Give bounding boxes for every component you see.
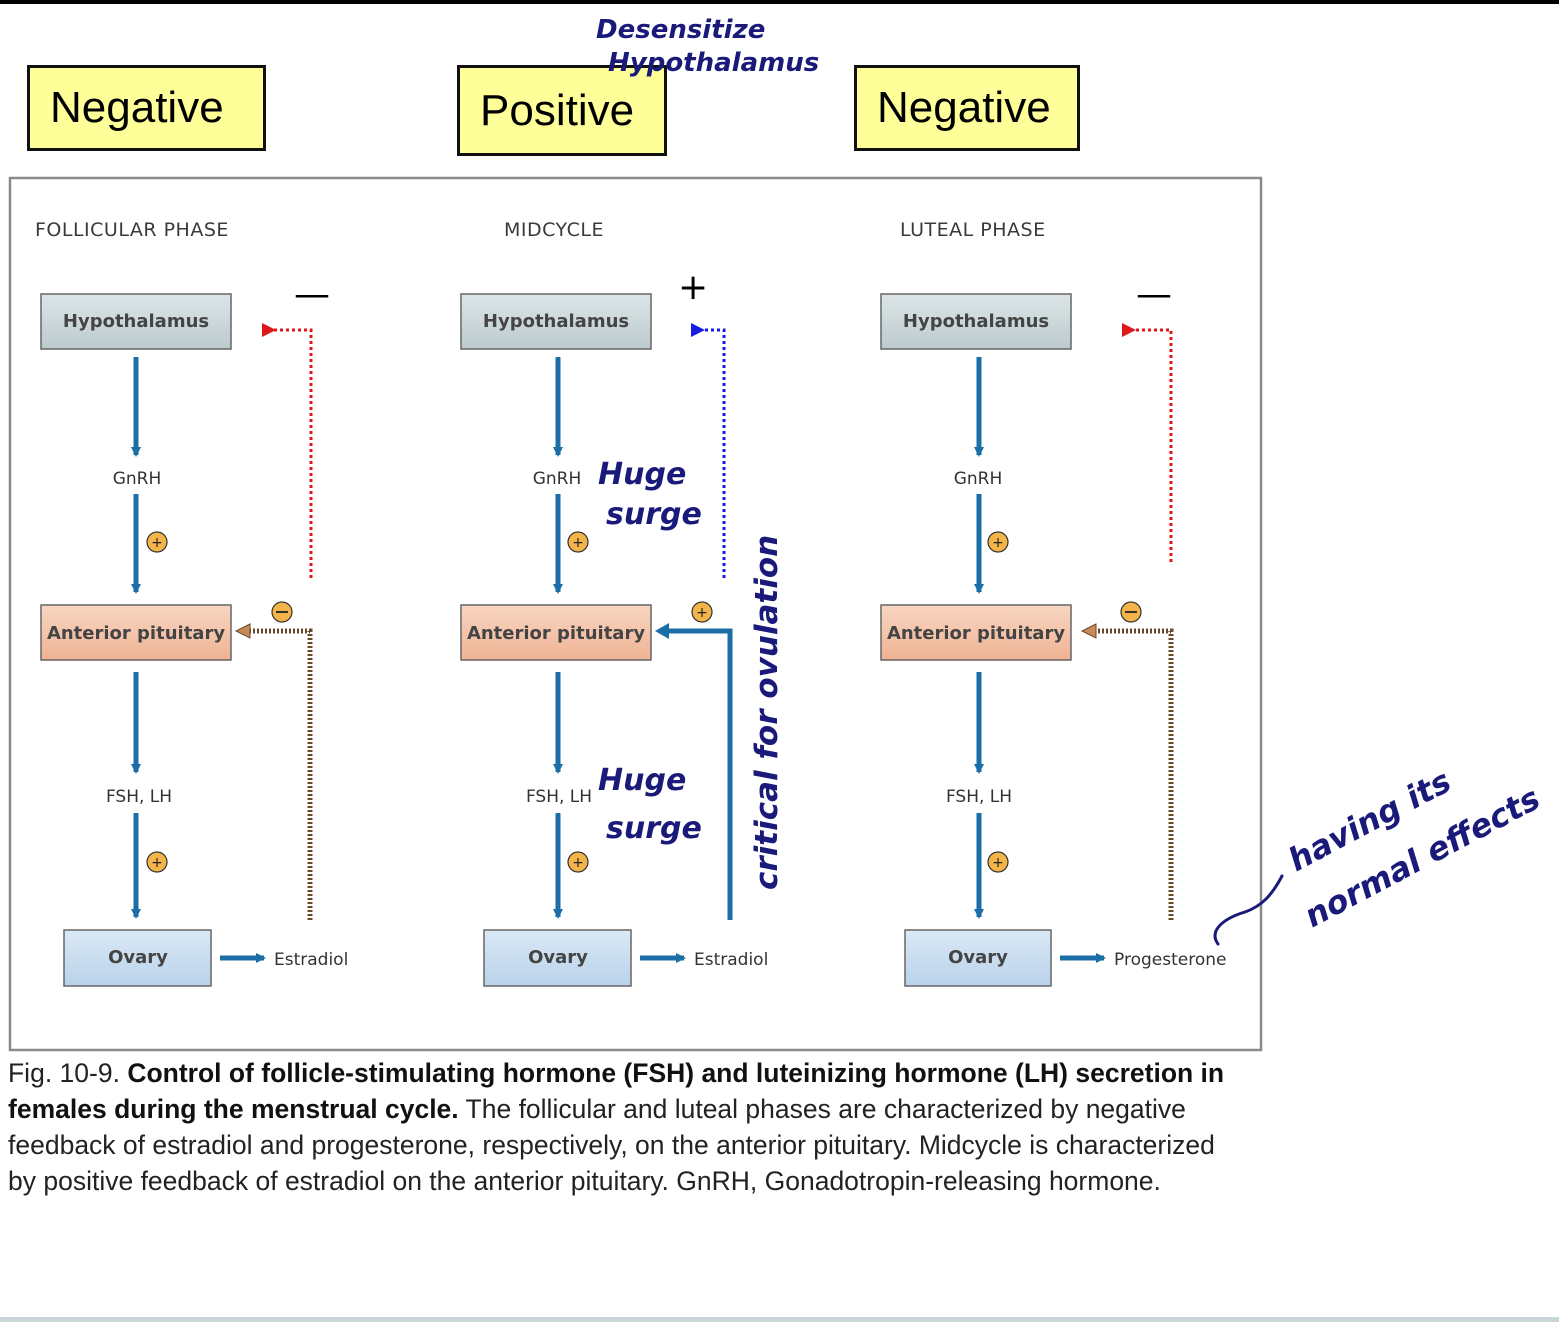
phase-title-follicular: FOLLICULAR PHASE	[35, 219, 229, 241]
svg-text:+: +	[992, 855, 1004, 871]
label-negative-left: Negative	[27, 65, 266, 151]
svg-text:+: +	[151, 535, 163, 551]
red-feedback-arrow	[262, 323, 313, 578]
hypothalamus-box	[40, 293, 232, 350]
top-border	[0, 0, 1559, 4]
svg-text:+: +	[992, 535, 1004, 551]
feedback-sign-luteal: —	[1136, 274, 1172, 315]
gnrh-label: GnRH	[954, 469, 1003, 489]
stimulation-plus-icon: +	[146, 851, 168, 873]
midcycle-phase: MIDCYCLE + Hypothalamus GnRH + Anterior …	[460, 219, 768, 987]
anterior-pituitary-label: Anterior pituitary	[887, 623, 1065, 644]
caption-prefix: Fig. 10-9.	[8, 1058, 128, 1088]
svg-text:+: +	[151, 855, 163, 871]
svg-text:+: +	[572, 535, 584, 551]
fsh-lh-label: FSH, LH	[946, 787, 1012, 807]
luteal-phase: LUTEAL PHASE — Hypothalamus GnRH + Anter…	[880, 219, 1226, 987]
feedback-arrowhead	[1080, 623, 1097, 639]
hormone-label: Estradiol	[694, 950, 768, 970]
ovary-label: Ovary	[528, 947, 588, 968]
anterior-pituitary-label: Anterior pituitary	[47, 623, 225, 644]
fsh-lh-label: FSH, LH	[526, 787, 592, 807]
stimulation-plus-icon: +	[691, 601, 713, 623]
label-positive-middle: Positive	[457, 65, 667, 156]
handwritten-critical-for-ovulation: critical for ovulation	[749, 535, 785, 890]
ovary-box	[63, 929, 212, 987]
handwritten-pointer-line	[1213, 874, 1284, 946]
hypothalamus-label: Hypothalamus	[483, 311, 629, 332]
stimulation-plus-icon: +	[567, 851, 589, 873]
inhibition-minus-icon	[1120, 601, 1142, 623]
hormone-label: Progesterone	[1114, 950, 1226, 970]
anterior-pituitary-label: Anterior pituitary	[467, 623, 645, 644]
handwritten-hypothalamus: Hypothalamus	[608, 48, 819, 78]
hypothalamus-label: Hypothalamus	[903, 311, 1049, 332]
label-negative-right: Negative	[854, 65, 1080, 151]
feedback-arrowhead	[234, 623, 251, 639]
ovary-box	[483, 929, 632, 987]
svg-text:+: +	[696, 605, 708, 621]
anterior-pituitary-box	[880, 604, 1072, 661]
svg-text:+: +	[572, 855, 584, 871]
follicular-phase: FOLLICULAR PHASE — Hypothalamus GnRH + A…	[35, 219, 348, 987]
positive-feedback-path	[668, 628, 733, 920]
hypothalamus-label: Hypothalamus	[63, 311, 209, 332]
stimulation-plus-icon: +	[146, 531, 168, 553]
feedback-arrowhead	[655, 623, 669, 639]
phase-title-midcycle: MIDCYCLE	[504, 219, 604, 241]
anterior-pituitary-box	[460, 604, 652, 661]
hormone-label: Estradiol	[274, 950, 348, 970]
negative-feedback-path	[250, 628, 313, 920]
negative-feedback-path	[1097, 628, 1174, 920]
fsh-lh-label: FSH, LH	[106, 787, 172, 807]
handwritten-desensitize: Desensitize	[596, 15, 765, 45]
caption-bold: Control of follicle-stimulating hormone …	[8, 1058, 1225, 1124]
bottom-border	[0, 1317, 1559, 1322]
ovary-label: Ovary	[948, 947, 1008, 968]
gnrh-label: GnRH	[113, 469, 162, 489]
inhibition-minus-icon	[271, 601, 293, 623]
feedback-sign-midcycle: +	[678, 267, 708, 308]
handwritten-huge-fsh: Huge	[598, 763, 686, 798]
stimulation-plus-icon: +	[987, 851, 1009, 873]
caption-text: The follicular and luteal phases are cha…	[8, 1094, 1215, 1196]
ovary-box	[904, 929, 1052, 987]
anterior-pituitary-box	[40, 604, 232, 661]
stimulation-plus-icon: +	[987, 531, 1009, 553]
gnrh-label: GnRH	[533, 469, 582, 489]
handwritten-surge-fsh: surge	[606, 811, 702, 846]
ovary-label: Ovary	[108, 947, 168, 968]
feedback-sign-follicular: —	[294, 274, 330, 315]
figure-caption: Fig. 10-9. Control of follicle-stimulati…	[8, 1055, 1238, 1199]
hypothalamus-box	[880, 293, 1072, 350]
handwritten-huge-gnrh: Huge	[598, 457, 686, 492]
blue-feedback-arrow	[691, 323, 726, 578]
hypothalamus-box	[460, 293, 652, 350]
stimulation-plus-icon: +	[567, 531, 589, 553]
handwritten-surge-gnrh: surge	[606, 497, 702, 532]
phase-title-luteal: LUTEAL PHASE	[900, 219, 1046, 241]
